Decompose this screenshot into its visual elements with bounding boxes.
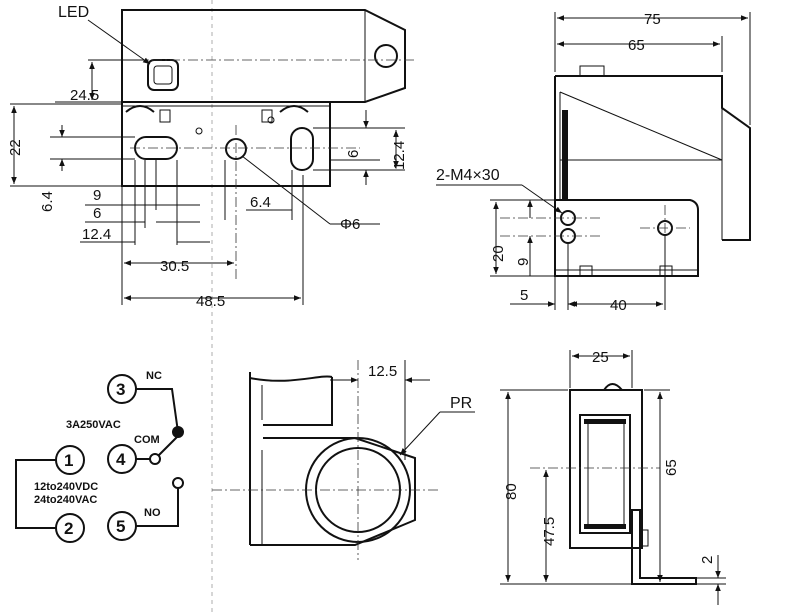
svg-text:65: 65 [628,37,645,54]
svg-text:6: 6 [93,205,101,222]
svg-text:9: 9 [515,258,532,266]
svg-text:3A250VAC: 3A250VAC [66,419,121,431]
svg-text:22: 22 [7,139,24,156]
svg-text:12.4: 12.4 [82,226,111,243]
led-window [147,59,179,91]
svg-text:30.5: 30.5 [160,258,189,275]
svg-text:NC: NC [146,370,162,382]
svg-text:6.4: 6.4 [39,191,56,212]
led-label: LED [58,4,89,21]
svg-text:COM: COM [134,434,160,446]
svg-text:47.5: 47.5 [541,517,558,546]
top-left-view: LED 24.5 22 6.4 9 6 12.4 [7,4,415,310]
svg-text:5: 5 [116,517,125,536]
svg-text:9: 9 [93,187,101,204]
svg-text:6.4: 6.4 [250,194,271,211]
svg-text:4: 4 [116,450,126,469]
svg-text:40: 40 [610,297,627,314]
bottom-middle-view: 12.5 PR [212,360,475,560]
svg-text:2: 2 [699,556,716,564]
svg-text:75: 75 [644,11,661,28]
svg-text:5: 5 [520,287,528,304]
svg-text:24to240VAC: 24to240VAC [34,494,97,506]
svg-text:48.5: 48.5 [196,293,225,310]
top-right-view: 75 65 2-M4×30 20 9 5 40 [436,11,751,314]
svg-text:NO: NO [144,507,161,519]
svg-text:12to240VDC: 12to240VDC [34,481,98,493]
svg-text:25: 25 [592,349,609,366]
svg-text:65: 65 [663,459,680,476]
svg-text:24.5: 24.5 [70,87,99,104]
bottom-right-view: 25 80 47.5 65 2 [500,349,726,605]
svg-text:12.5: 12.5 [368,363,397,380]
screw-label: 2-M4×30 [436,167,500,184]
svg-text:20: 20 [490,245,507,262]
svg-text:3: 3 [116,380,125,399]
wiring-diagram: 1 2 12to240VDC 24to240VAC 3 NC 3A250VAC … [15,370,184,543]
svg-text:6: 6 [345,150,362,158]
pr-label: PR [450,395,472,412]
svg-text:1: 1 [64,451,73,470]
svg-text:12.4: 12.4 [391,141,408,170]
svg-text:Φ6: Φ6 [340,216,360,233]
svg-text:2: 2 [64,519,73,538]
right-slot [290,127,314,171]
svg-text:80: 80 [503,483,520,500]
